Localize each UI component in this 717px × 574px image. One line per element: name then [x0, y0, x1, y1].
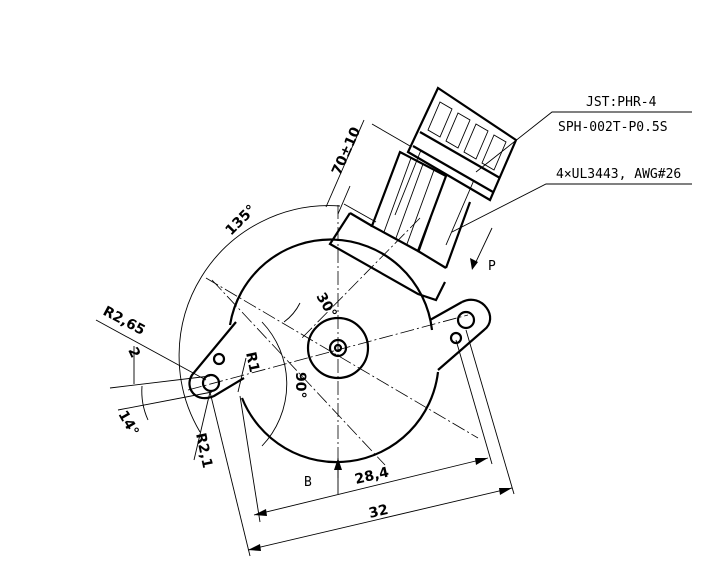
mounting-hole-right-lower — [449, 331, 463, 345]
mounting-flange — [188, 298, 492, 400]
angle-30-label: 30° — [313, 290, 340, 321]
wire-spec-label: 4×UL3443, AWG#26 — [556, 167, 681, 182]
view-arrow-p: P — [470, 227, 496, 274]
angle-14-label: 14° — [115, 408, 142, 439]
view-b-label: B — [304, 475, 312, 490]
view-p-label: P — [488, 259, 496, 274]
view-arrow-b: B — [304, 458, 342, 494]
motor-body — [228, 238, 440, 464]
dim-2: 2 — [109, 345, 213, 411]
notes: JST:PHR-4 SPH-002T-P0.5S 4×UL3443, AWG#2… — [451, 95, 692, 233]
angle-135-label: 135° — [223, 202, 260, 239]
centerlines — [187, 205, 479, 478]
mounting-hole-left-upper — [212, 352, 226, 366]
angle-labels: 135° 30° 90° 14° — [115, 202, 340, 447]
radius-265-label: R2,65 — [100, 303, 148, 338]
connector-terminal-label: SPH-002T-P0.5S — [558, 120, 668, 135]
dim-28-4-label: 28,4 — [353, 464, 391, 487]
dim-32-label: 32 — [367, 502, 390, 522]
angle-90-label: 90° — [292, 372, 308, 398]
lead-length-dimension: 70±10 — [325, 119, 411, 223]
mounting-hole-right — [456, 310, 476, 330]
dim-32: 32 — [209, 329, 515, 557]
lead-length-label: 70±10 — [329, 125, 364, 178]
wire-bundle — [370, 150, 472, 269]
connector-header-label: JST:PHR-4 — [586, 95, 657, 110]
dim-28-4: 28,4 — [239, 339, 493, 523]
wire-exit-housing — [328, 212, 446, 302]
connector-jst — [394, 86, 518, 246]
mounting-hole-left — [201, 373, 221, 393]
radius-21-label: R2,1 — [192, 432, 215, 470]
reference-arc-135 — [178, 205, 341, 433]
radius-1-label: R1 — [242, 351, 262, 374]
